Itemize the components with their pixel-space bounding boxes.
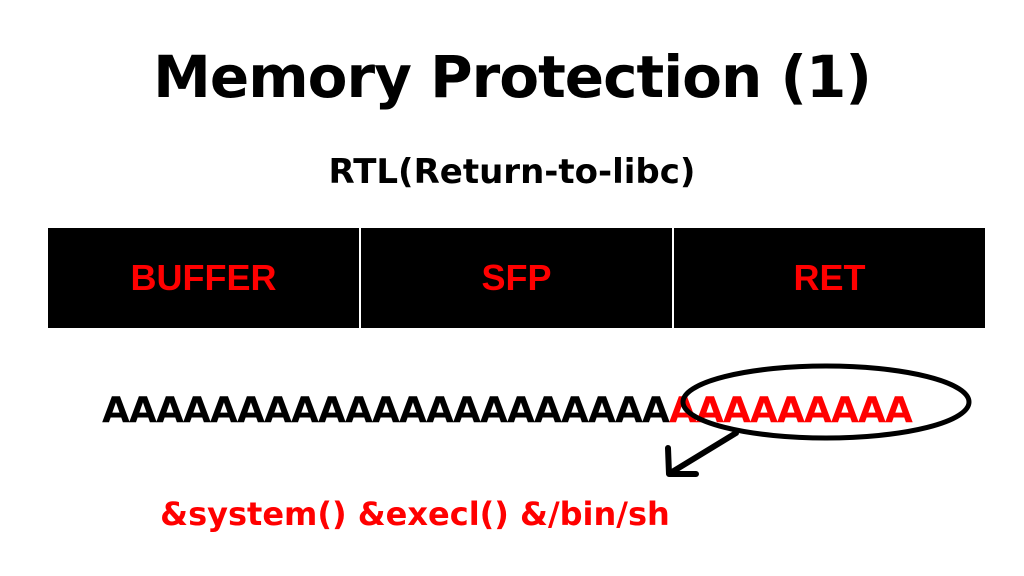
payload-char-overwrite: A	[885, 390, 913, 431]
payload-char-overwrite: A	[777, 390, 805, 431]
payload-char-normal: A	[345, 390, 373, 431]
slide-title: Memory Protection (1)	[153, 43, 872, 111]
payload-char-overwrite: A	[804, 390, 832, 431]
pointer-arrow-line	[669, 430, 739, 475]
payload-char-normal: A	[534, 390, 562, 431]
payload-char-overwrite: A	[858, 390, 886, 431]
payload-char-normal: A	[156, 390, 184, 431]
payload-char-normal: A	[399, 390, 427, 431]
payload-char-normal: A	[426, 390, 454, 431]
payload-char-normal: A	[507, 390, 535, 431]
pointer-arrow-head	[665, 445, 699, 477]
payload-char-normal: A	[453, 390, 481, 431]
payload-char-normal: A	[291, 390, 319, 431]
payload-char-normal: A	[372, 390, 400, 431]
payload-char-normal: A	[642, 390, 670, 431]
stack-frame-diagram: BUFFER SFP RET	[48, 228, 985, 328]
payload-char-normal: A	[129, 390, 157, 431]
payload-char-normal: A	[480, 390, 508, 431]
payload-char-normal: A	[237, 390, 265, 431]
payload-char-normal: A	[210, 390, 238, 431]
payload-char-overwrite: A	[696, 390, 724, 431]
payload-char-normal: A	[102, 390, 130, 431]
stack-cell-sfp: SFP	[361, 228, 674, 328]
payload-char-normal: A	[264, 390, 292, 431]
stack-cell-buffer: BUFFER	[48, 228, 361, 328]
payload-char-normal: A	[561, 390, 589, 431]
libc-addresses-label: &system() &execl() &/bin/sh	[160, 495, 670, 533]
payload-char-normal: A	[588, 390, 616, 431]
payload-char-overwrite: A	[669, 390, 697, 431]
stack-cell-ret: RET	[793, 257, 866, 298]
payload-char-normal: A	[318, 390, 346, 431]
payload-char-overwrite: A	[750, 390, 778, 431]
slide-subtitle: RTL(Return-to-libc)	[328, 152, 696, 192]
payload-char-normal: A	[183, 390, 211, 431]
payload-char-normal: A	[615, 390, 643, 431]
payload-char-overwrite: A	[723, 390, 751, 431]
payload-char-overwrite: A	[831, 390, 859, 431]
